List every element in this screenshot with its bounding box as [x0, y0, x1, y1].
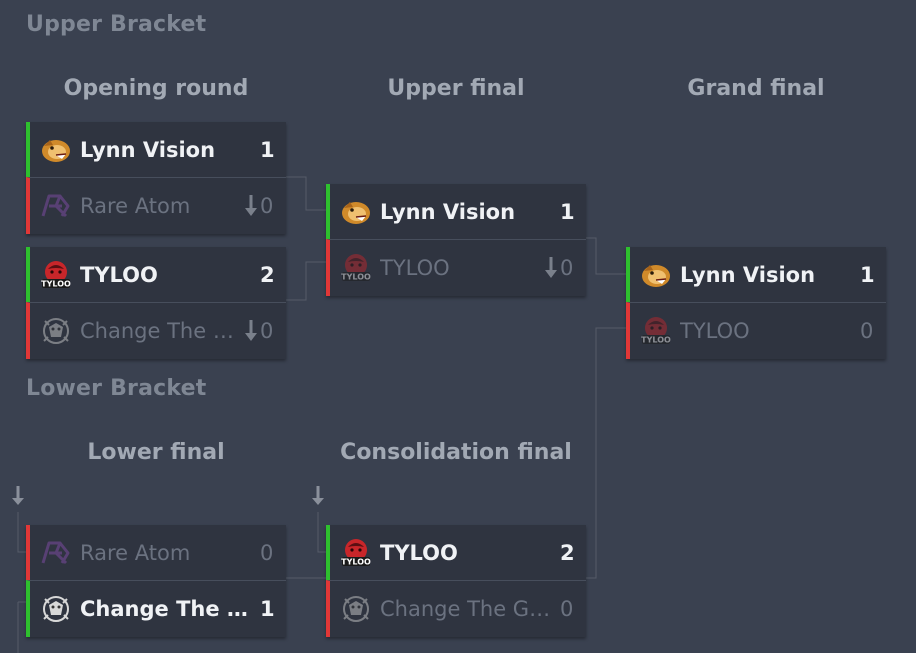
match-upper-final[interactable]: Lynn Vision 1 TYLOO 0: [326, 184, 586, 296]
team-name: Change The Ga...: [380, 597, 560, 621]
team-name: Lynn Vision: [380, 199, 516, 224]
team-name: Rare Atom: [80, 540, 191, 565]
lynn-vision-logo: [40, 134, 72, 166]
team-row[interactable]: Lynn Vision 1: [626, 247, 886, 302]
change-the-game-logo: [40, 593, 72, 625]
round-title-opening: Opening round: [63, 76, 249, 101]
team-name: Change The G...: [80, 319, 244, 343]
team-score: 1: [260, 597, 275, 621]
rare-atom-logo: [40, 537, 72, 569]
connector-upperfinal-grandfinal: [586, 237, 626, 275]
tyloo-logo: [340, 252, 372, 284]
tyloo-logo: [340, 537, 372, 569]
team-name: Change The Ga...: [80, 597, 260, 621]
team-score: 0: [260, 540, 274, 565]
team-row[interactable]: TYLOO 2: [26, 247, 286, 302]
lynn-vision-logo: [640, 259, 672, 291]
team-row[interactable]: Rare Atom 0: [26, 525, 286, 580]
connector-drop-consolidation: [317, 512, 326, 553]
team-name: TYLOO: [380, 540, 458, 565]
rare-atom-logo: [40, 190, 72, 222]
connector-consolidation-grandfinal: [586, 327, 626, 579]
tyloo-logo: [40, 259, 72, 291]
round-title-lower-final: Lower final: [87, 440, 225, 465]
team-row[interactable]: Lynn Vision 1: [326, 184, 586, 239]
round-title-consolidation-final: Consolidation final: [340, 440, 572, 465]
team-row[interactable]: TYLOO 0: [626, 302, 886, 359]
drop-arrow-icon: [312, 486, 324, 505]
lynn-vision-logo: [340, 196, 372, 228]
team-score: 1: [860, 262, 875, 287]
team-score: 0: [860, 319, 874, 343]
match-opening-1[interactable]: Lynn Vision 1 Rare Atom 0: [26, 122, 286, 234]
match-consolidation-final[interactable]: TYLOO 2 Change The Ga... 0: [326, 525, 586, 637]
connector-drop-lowerfinal: [17, 512, 26, 553]
team-name: TYLOO: [380, 256, 450, 280]
drop-arrows: [12, 486, 324, 505]
round-title-grand-final: Grand final: [687, 76, 825, 101]
drop-arrow-icon: [244, 320, 258, 342]
team-row[interactable]: Change The G... 0: [26, 302, 286, 359]
drop-arrow-icon: [544, 257, 558, 279]
drop-arrow-icon: [12, 486, 24, 505]
change-the-game-logo: [340, 593, 372, 625]
drop-arrow-icon: [244, 195, 258, 217]
tyloo-logo: [640, 315, 672, 347]
team-name: TYLOO: [680, 319, 750, 343]
team-score: 2: [260, 262, 275, 287]
team-row[interactable]: Lynn Vision 1: [26, 122, 286, 177]
team-score: 1: [260, 137, 275, 162]
team-score: 0: [560, 597, 574, 621]
team-score: 0: [260, 194, 274, 218]
team-name: TYLOO: [80, 262, 158, 287]
team-score: 1: [560, 199, 575, 224]
upper-bracket-title: Upper Bracket: [26, 12, 207, 37]
team-name: Rare Atom: [80, 194, 191, 218]
round-title-upper-final: Upper final: [387, 76, 525, 101]
team-row[interactable]: TYLOO 0: [326, 239, 586, 296]
connector-opening2-upperfinal: [286, 261, 326, 301]
team-row[interactable]: Change The Ga... 0: [326, 580, 586, 637]
team-row[interactable]: Rare Atom 0: [26, 177, 286, 234]
match-opening-2[interactable]: TYLOO 2 Change The G... 0: [26, 247, 286, 359]
team-name: Lynn Vision: [80, 137, 216, 162]
team-score: 2: [560, 540, 575, 565]
team-name: Lynn Vision: [680, 262, 816, 287]
team-row[interactable]: Change The Ga... 1: [26, 580, 286, 637]
team-row[interactable]: TYLOO 2: [326, 525, 586, 580]
connector-opening1-upperfinal: [286, 176, 326, 211]
team-score: 0: [560, 256, 574, 280]
team-score: 0: [260, 319, 274, 343]
match-grand-final[interactable]: Lynn Vision 1 TYLOO 0: [626, 247, 886, 359]
change-the-game-logo: [40, 315, 72, 347]
lower-bracket-title: Lower Bracket: [26, 376, 207, 401]
match-lower-final[interactable]: Rare Atom 0 Change The Ga... 1: [26, 525, 286, 637]
